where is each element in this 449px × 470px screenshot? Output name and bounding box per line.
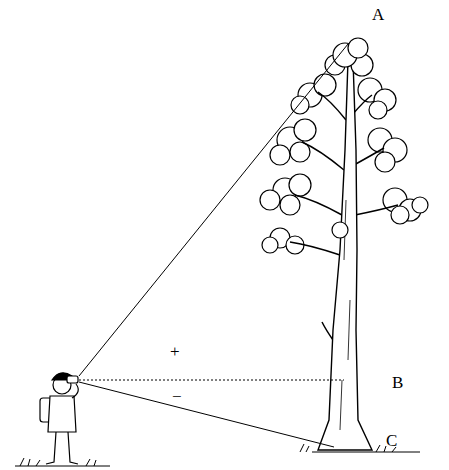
point-label: A [372,6,384,23]
sign-label: + [170,343,180,360]
grass [15,444,420,466]
tree-crown [325,38,373,238]
point-label: B [392,374,403,391]
person-figure [40,373,78,464]
point-label: C [386,432,397,449]
tree-trunk [318,60,372,450]
sight-lines [79,44,348,447]
sign-label: − [172,388,182,405]
